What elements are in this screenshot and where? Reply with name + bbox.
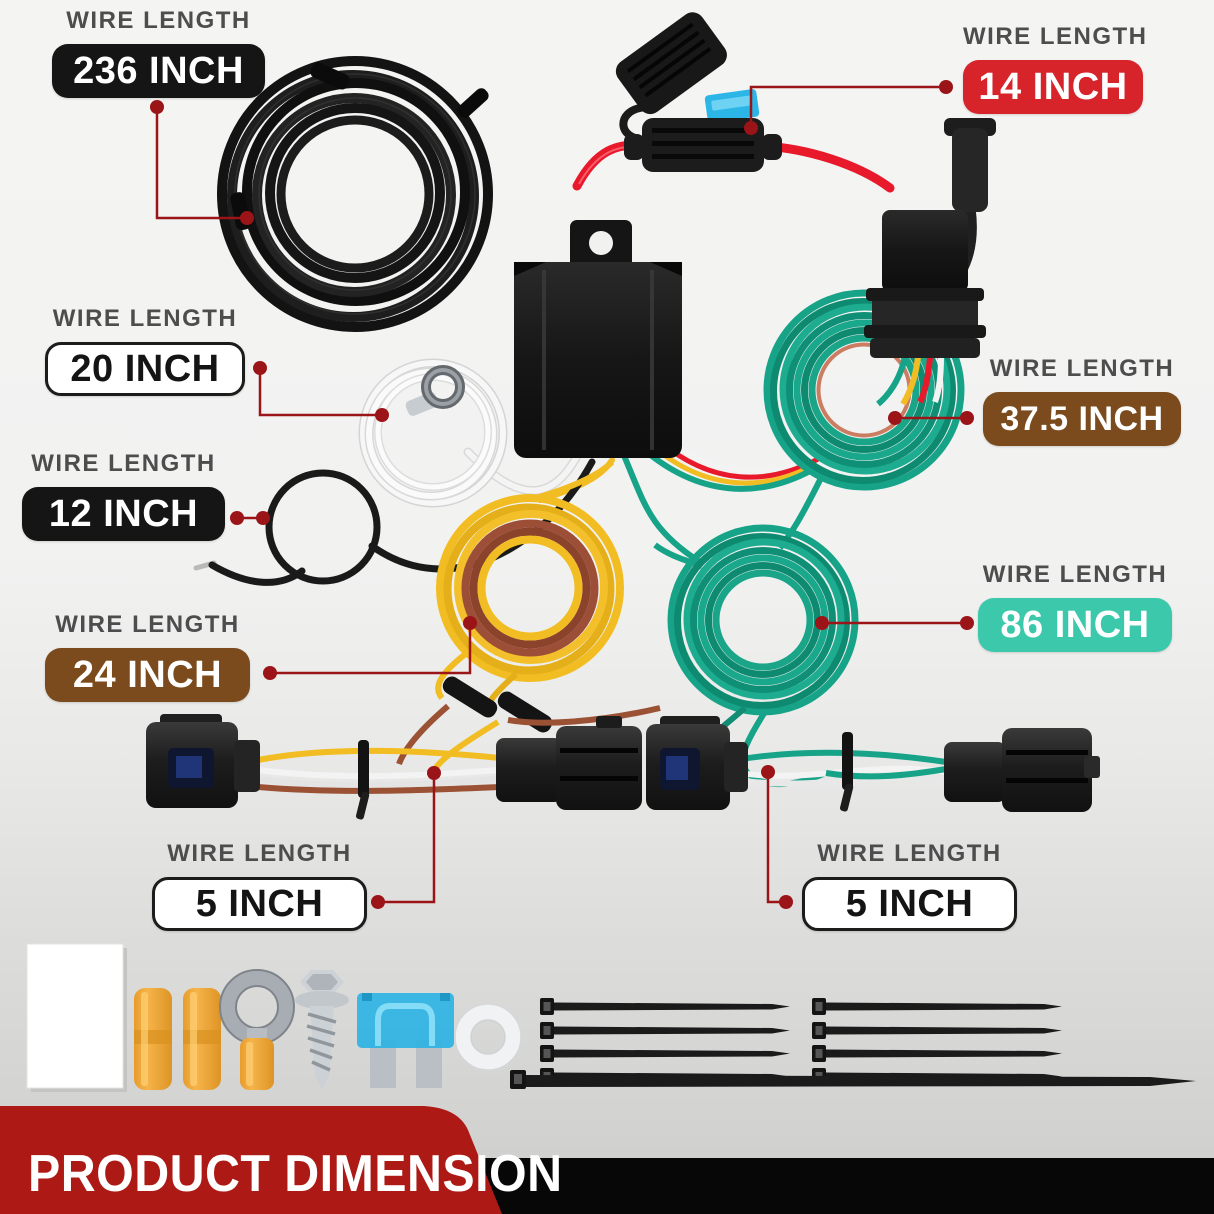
callout-title: WIRE LENGTH [66,7,251,34]
callout-86-inch: WIRE LENGTH 86 INCH [978,560,1172,652]
callout-value-pill: 20 INCH [45,342,245,396]
left-mated-connector-pair [496,716,642,810]
right-mated-connector-pair [944,728,1100,812]
callout-title: WIRE LENGTH [55,611,240,638]
callout-5-inch-right: WIRE LENGTH 5 INCH [802,839,1017,931]
callout-value-pill: 86 INCH [978,598,1172,652]
callout-title: WIRE LENGTH [963,23,1148,50]
callout-title: WIRE LENGTH [817,840,1002,867]
callout-value-pill: 12 INCH [22,487,225,541]
callout-20-inch: WIRE LENGTH 20 INCH [45,304,245,396]
callout-value-pill: 236 INCH [52,44,265,98]
blade-fuse [357,993,454,1088]
leader-5-left [378,773,436,904]
right-t-connector [646,716,748,810]
banner-title: PRODUCT DIMENSION [28,1145,563,1203]
harness-bundle-wires [257,732,947,820]
long-cable-tie [510,1070,1196,1089]
converter-module [514,220,682,458]
leader-20 [258,368,382,417]
callout-value-pill: 5 INCH [152,877,367,931]
left-t-connector [146,714,260,808]
callout-12-inch: WIRE LENGTH 12 INCH [22,449,225,541]
leader-14 [749,85,946,128]
instruction-card [26,943,127,1092]
black-wire-coil-236 [217,56,493,332]
cable-ties [510,998,1196,1089]
butt-connector [183,988,221,1090]
leader-24 [270,623,472,675]
leader-dots [150,80,974,909]
white-ground-wire-coil [358,358,508,508]
inline-fuse-holder [572,12,895,193]
callout-value-pill: 5 INCH [802,877,1017,931]
yellow-brown-wire-coil [396,459,661,771]
bottom-banner [0,1106,1214,1214]
callout-5-inch-left: WIRE LENGTH 5 INCH [152,839,367,931]
ring-terminal [219,969,295,1090]
callout-24-inch: WIRE LENGTH 24 INCH [45,610,250,702]
callout-value-pill: 24 INCH [45,648,250,702]
fuse-holder-cap [615,12,727,115]
callout-title: WIRE LENGTH [31,450,216,477]
callout-14-inch: WIRE LENGTH 14 INCH [963,22,1148,114]
callout-37-5-inch: WIRE LENGTH 37.5 INCH [983,354,1181,446]
callout-title: WIRE LENGTH [989,355,1175,382]
callout-value-pill: 37.5 INCH [983,392,1181,446]
nylon-washer [454,1003,522,1071]
callout-title: WIRE LENGTH [167,840,352,867]
callout-236-inch: WIRE LENGTH 236 INCH [52,6,265,98]
four-pin-flat-connector [864,118,996,407]
banner-red-shape [0,1106,502,1214]
callout-value-pill: 14 INCH [963,60,1143,114]
callout-title: WIRE LENGTH [52,305,238,332]
leader-236 [155,107,247,220]
self-drilling-screw [295,970,349,1090]
callout-title: WIRE LENGTH [982,561,1168,588]
butt-connector [134,988,172,1090]
leader-5-right [766,772,786,904]
